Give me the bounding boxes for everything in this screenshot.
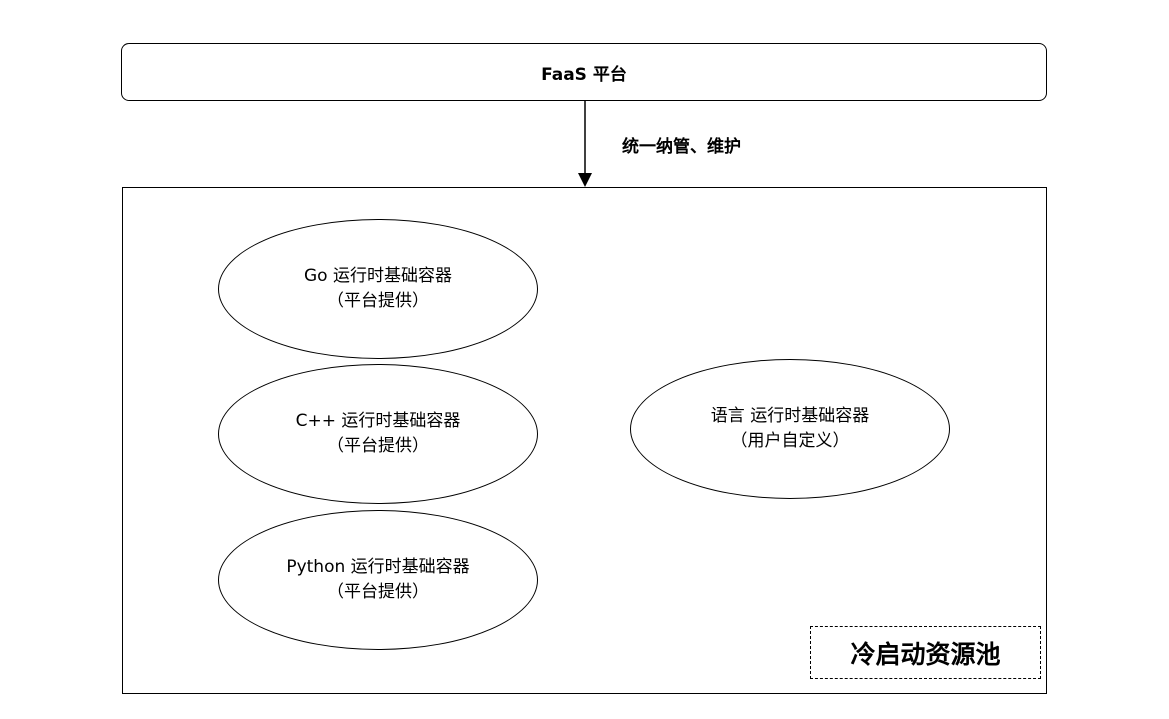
edge-label: 统一纳管、维护 [622, 137, 741, 157]
custom-runtime-container: 语言 运行时基础容器 （用户自定义） [630, 359, 950, 499]
container-subtitle: （平台提供） [327, 436, 429, 456]
container-subtitle: （用户自定义） [730, 431, 850, 451]
pool-label-text: 冷启动资源池 [850, 639, 1001, 669]
container-subtitle: （平台提供） [327, 291, 429, 311]
cpp-runtime-container: C++ 运行时基础容器 （平台提供） [218, 364, 538, 504]
arrow-head [578, 173, 592, 187]
container-subtitle: （平台提供） [327, 582, 429, 602]
faas-platform-label: FaaS 平台 [541, 64, 627, 85]
go-runtime-container: Go 运行时基础容器 （平台提供） [218, 219, 538, 359]
container-title: C++ 运行时基础容器 [295, 411, 461, 431]
faas-platform-box: FaaS 平台 [121, 43, 1047, 101]
cold-start-pool-label: 冷启动资源池 [810, 626, 1041, 679]
python-runtime-container: Python 运行时基础容器 （平台提供） [218, 510, 538, 650]
container-title: Go 运行时基础容器 [304, 266, 452, 286]
container-title: Python 运行时基础容器 [286, 557, 470, 577]
container-title: 语言 运行时基础容器 [710, 406, 870, 426]
